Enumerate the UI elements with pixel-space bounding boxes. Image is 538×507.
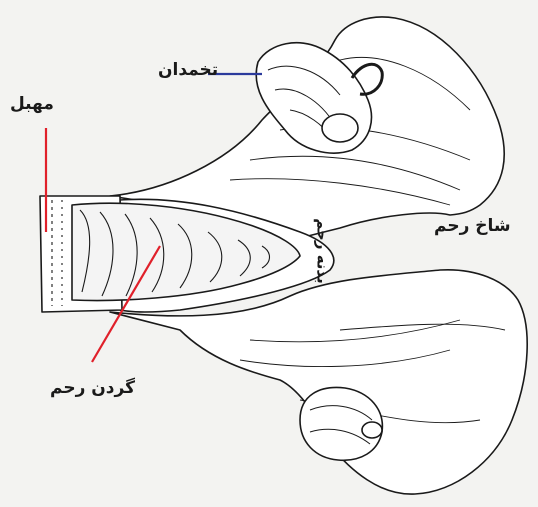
uterine-body-label: بدنه رحم bbox=[314, 218, 332, 283]
ovary-label: تخمدان bbox=[158, 60, 218, 80]
cervix-label: گردن رحم bbox=[50, 378, 135, 398]
ovary-lower bbox=[300, 387, 382, 460]
uterine-horn-label: شاخ رحم bbox=[434, 216, 511, 236]
vagina-label: مهبل bbox=[10, 94, 54, 114]
